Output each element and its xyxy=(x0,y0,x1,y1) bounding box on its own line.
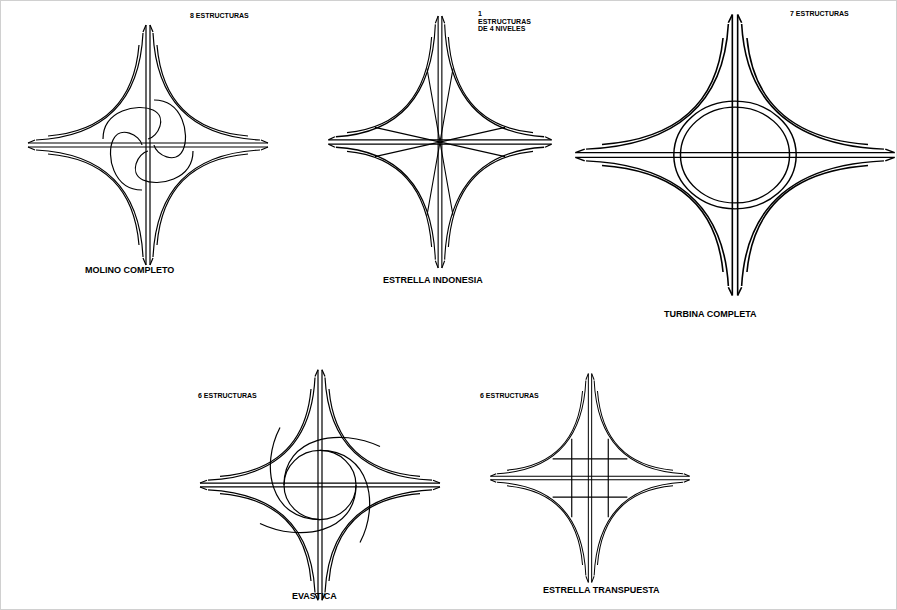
estrella-indonesia-figure xyxy=(328,16,551,268)
interchange-name: EVASTICA xyxy=(292,592,337,602)
structure-count: 1 ESTRUCTURAS DE 4 NIVELES xyxy=(478,10,536,33)
evastica-figure xyxy=(200,370,440,600)
interchange-name: TURBINA COMPLETA xyxy=(664,310,757,320)
interchange-name: ESTRELLA INDONESIA xyxy=(383,276,483,286)
structure-count: 7 ESTRUCTURAS xyxy=(790,10,849,18)
turbina-completa-figure xyxy=(575,15,894,296)
estrella-transpuesta-figure xyxy=(490,374,689,583)
interchange-name: MOLINO COMPLETO xyxy=(85,266,174,276)
structure-count: 6 ESTRUCTURAS xyxy=(198,392,257,400)
structure-count: 8 ESTRUCTURAS xyxy=(190,12,249,20)
structure-count: 6 ESTRUCTURAS xyxy=(480,392,539,400)
molino-completo-figure xyxy=(28,25,268,265)
interchange-name: ESTRELLA TRANSPUESTA xyxy=(543,586,660,596)
